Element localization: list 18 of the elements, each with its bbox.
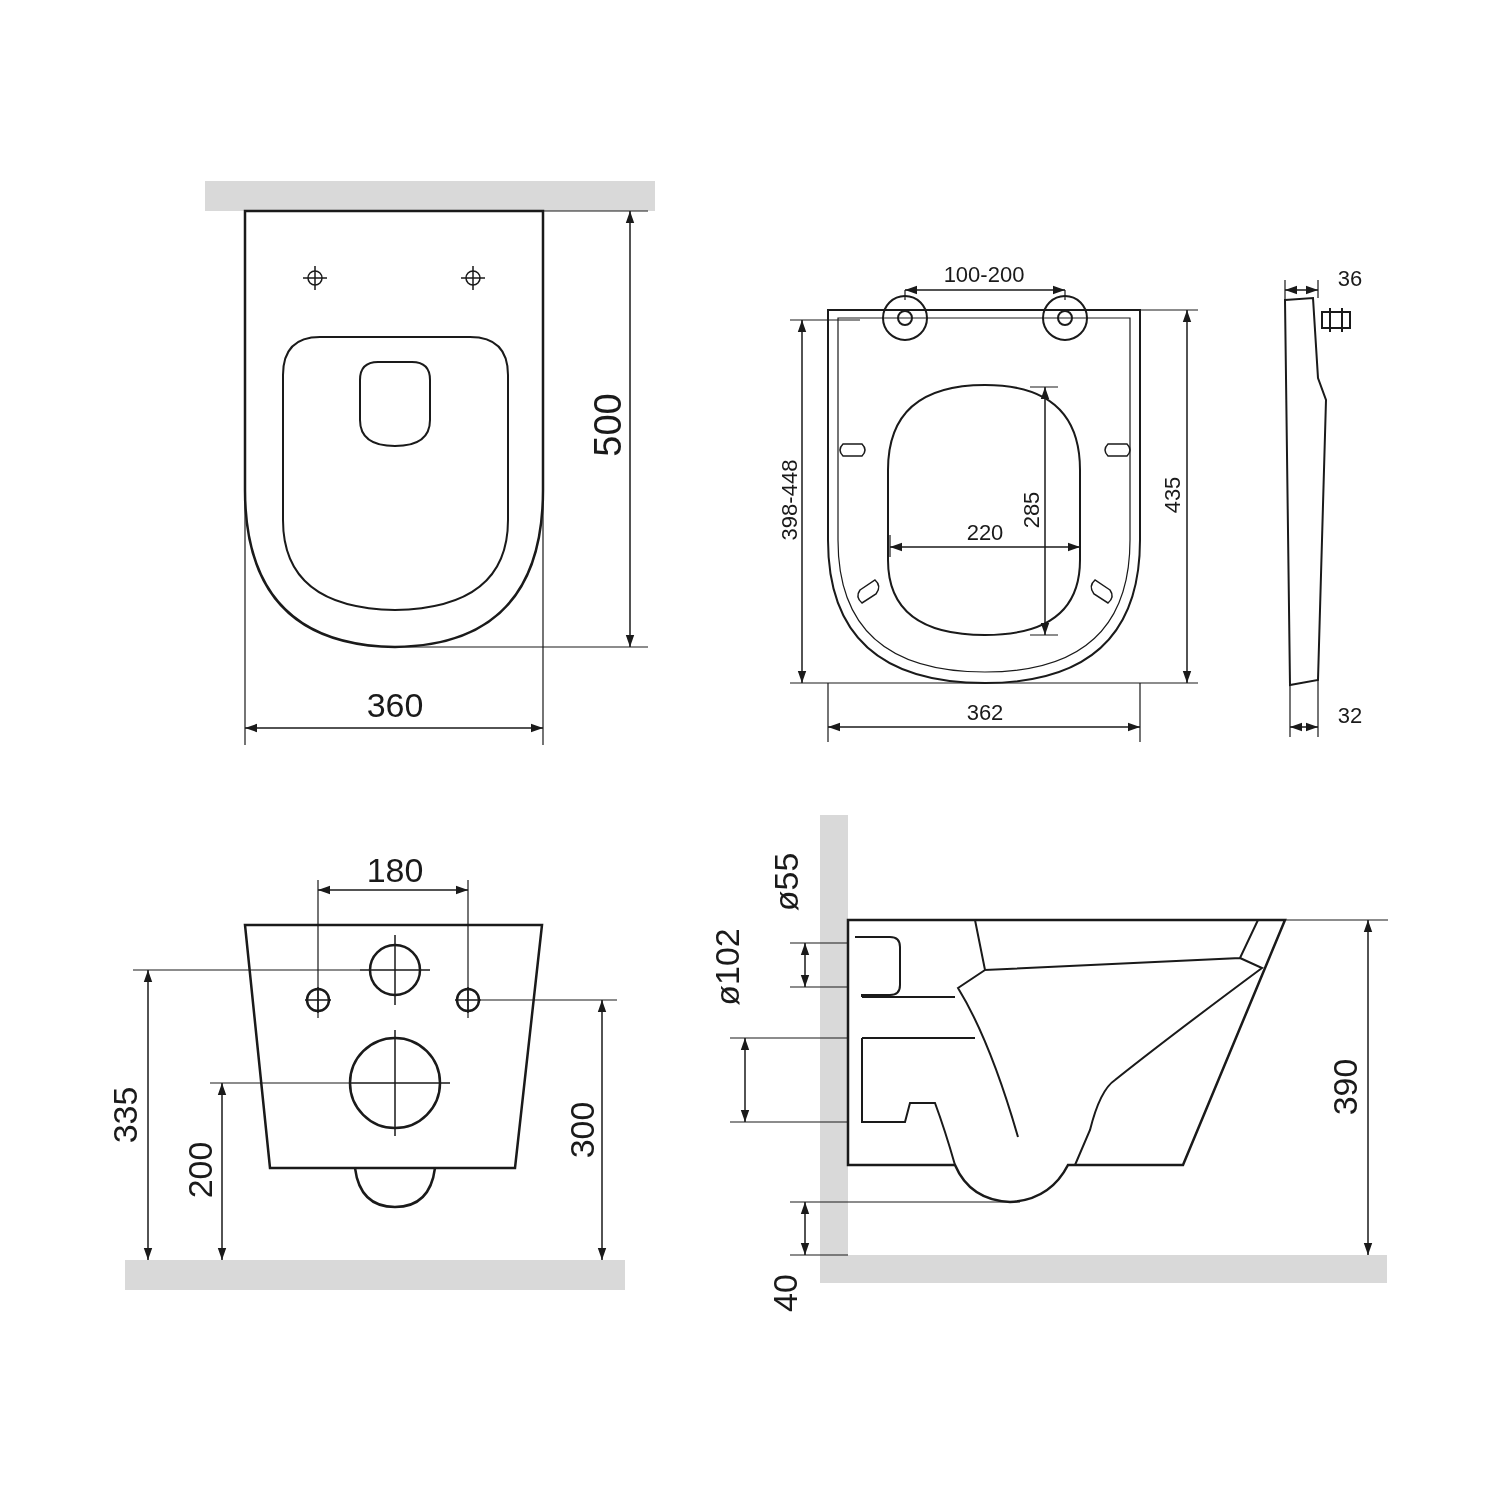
dimension-label: 220 xyxy=(966,522,1004,544)
dimension-label: 435 xyxy=(1162,476,1184,514)
dimension-label: 390 xyxy=(1328,1058,1362,1116)
dimension-label: 398-448 xyxy=(779,459,801,541)
dimension-label: 100-200 xyxy=(943,264,1025,286)
dimension-label: 500 xyxy=(589,393,627,457)
dimension-label: ø55 xyxy=(769,852,803,912)
dimension-label: 180 xyxy=(366,853,424,887)
dimension-label: 300 xyxy=(565,1101,599,1159)
dimension-label: 285 xyxy=(1021,491,1043,529)
dimension-label: ø102 xyxy=(710,928,744,1006)
dimension-label: 36 xyxy=(1337,268,1363,290)
dimension-label: 40 xyxy=(768,1274,802,1312)
dimension-label: 360 xyxy=(366,688,424,722)
dimension-label: 362 xyxy=(966,702,1004,724)
dimension-label: 200 xyxy=(183,1141,217,1199)
dimension-label: 335 xyxy=(108,1086,142,1144)
dimension-label: 32 xyxy=(1337,705,1363,727)
